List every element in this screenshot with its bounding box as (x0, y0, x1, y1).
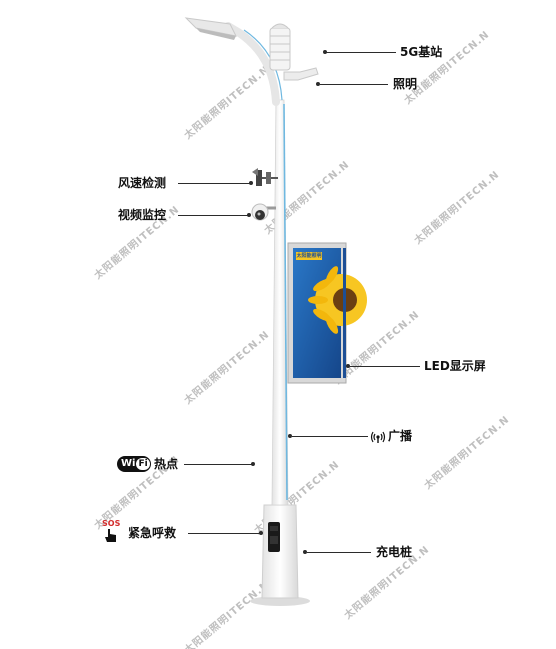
screen-logo-box (296, 252, 322, 260)
pole-base-cabinet (261, 504, 299, 599)
charging-pointer (303, 550, 307, 554)
wifi-leader-line (184, 464, 252, 465)
led-leader-line (350, 366, 420, 367)
wifi-badge-word: Wi (121, 458, 136, 469)
wifi-pointer (251, 462, 255, 466)
lamp-arm (224, 22, 280, 106)
secondary-lamp (283, 67, 319, 81)
dome-camera (251, 203, 276, 221)
broadcast-icon (370, 429, 386, 443)
base-station-pointer (323, 50, 327, 54)
broadcast-leader-line (292, 436, 368, 437)
lighting-pointer (316, 82, 320, 86)
label-led-screen: LED显示屏 (424, 359, 486, 373)
label-charging-pile: 充电桩 (376, 545, 413, 559)
label-emergency-call: 紧急呼救 (128, 526, 177, 540)
label-wifi-hotspot: 热点 (154, 457, 179, 471)
charging-leader-line (307, 552, 371, 553)
sos-text: SOS (102, 519, 121, 528)
video-leader-line (178, 215, 248, 216)
emergency-leader-line (188, 533, 260, 534)
sos-hand-icon: SOS (102, 520, 122, 544)
label-video-monitoring: 视频监控 (118, 208, 167, 222)
pole-stripe (283, 103, 288, 501)
lighting-leader-line (320, 84, 388, 85)
5g-base-station (269, 23, 291, 71)
wind-sensor (252, 168, 278, 186)
label-broadcast: 广播 (388, 429, 413, 443)
video-pointer (247, 213, 251, 217)
wind-pointer (249, 181, 253, 185)
label-wind-detection: 风速检测 (118, 176, 167, 190)
emergency-pointer (259, 531, 263, 535)
led-screen-panel (287, 242, 367, 384)
wifi-badge-suffix: Fi (136, 458, 150, 470)
wind-leader-line (178, 183, 250, 184)
base-station-leader-line (326, 52, 396, 53)
label-lighting: 照明 (393, 77, 418, 91)
screen-logo: 太阳能照明 (296, 253, 322, 259)
broadcast-pointer (288, 434, 292, 438)
led-pointer (346, 364, 350, 368)
label-5g-base-station: 5G基站 (400, 45, 443, 59)
wifi-badge: Wi Fi (117, 456, 151, 472)
